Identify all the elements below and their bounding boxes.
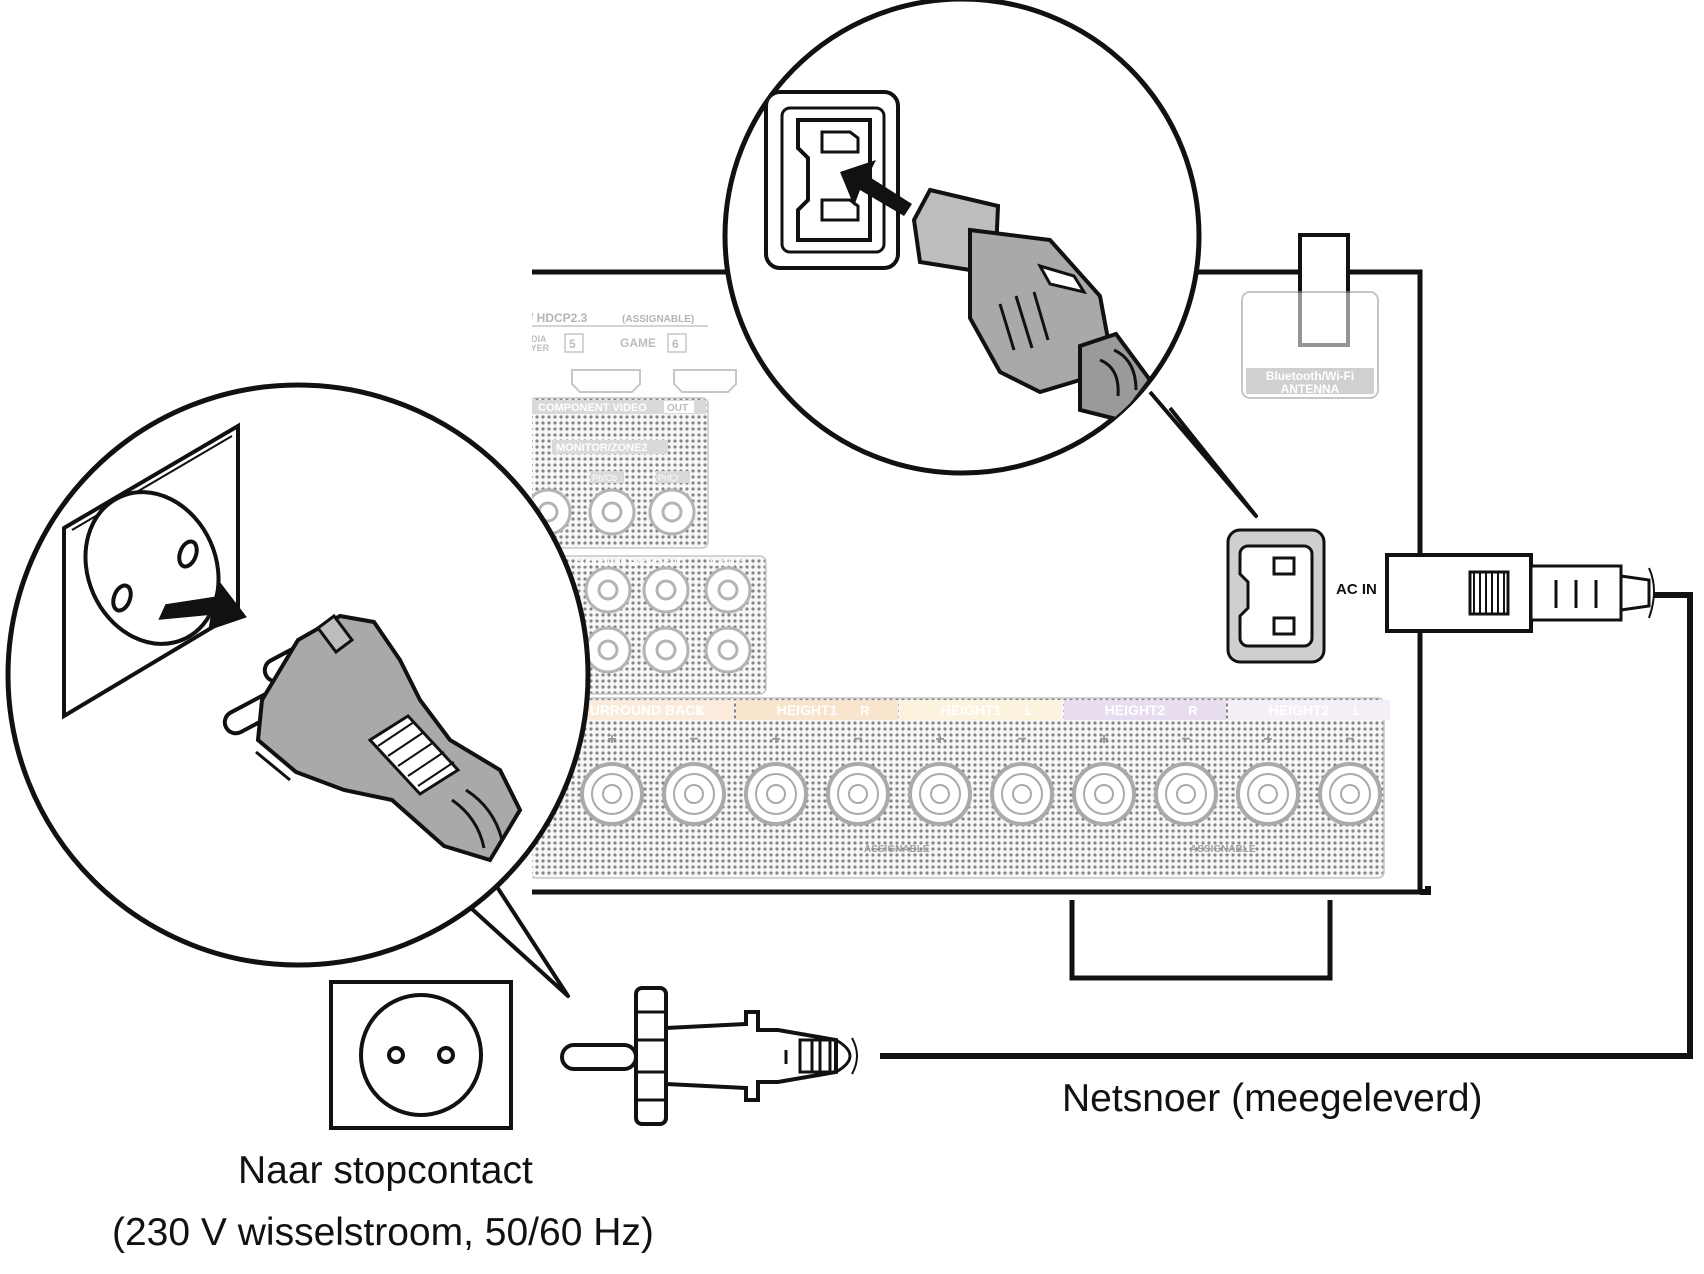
socket-detail-callout (5, 382, 591, 998)
svg-text:HEIGHT2: HEIGHT2 (706, 558, 745, 568)
speaker-terminal-post (766, 784, 786, 804)
power-cord (560, 553, 1693, 1126)
speaker-label-band (1228, 700, 1390, 720)
port-5: 5 (569, 337, 576, 351)
speaker-terminal-post (1012, 784, 1032, 804)
schuko-plug-detail (255, 613, 523, 863)
hdmi-header: / HDCP2.3 (530, 311, 588, 325)
svg-text:Bluetooth/Wi-Fi: Bluetooth/Wi-Fi (1266, 369, 1355, 383)
svg-text:AYER: AYER (525, 343, 550, 353)
iec-plug (911, 187, 1153, 423)
speaker-label-band (736, 700, 898, 720)
schuko-plug (560, 986, 858, 1126)
ac-in-inlet (1226, 528, 1326, 664)
speaker-minus-sign: − (1345, 731, 1354, 748)
speaker-channel-label: HEIGHT2 (1269, 702, 1330, 718)
speaker-terminal-post (930, 784, 950, 804)
media-player-label: EDIA (525, 334, 547, 344)
svg-text:SURROUND BACK: SURROUND BACK (575, 558, 656, 568)
speaker-label-band (900, 700, 1062, 720)
speaker-minus-sign: − (1181, 731, 1190, 748)
speaker-channel-label: HEIGHT1 (777, 702, 838, 718)
insert-arrow-icon (840, 160, 912, 216)
speaker-terminal-post (848, 784, 868, 804)
receiver-faded-area: / HDCP2.3 (ASSIGNABLE) EDIA AYER 5 GAME … (525, 311, 1390, 879)
speaker-channel-label: SURROUND BACK (580, 702, 705, 718)
speaker-side-label: R (860, 703, 870, 718)
svg-text:HEIGHT1: HEIGHT1 (648, 558, 687, 568)
svg-text:ANTENNA: ANTENNA (1281, 382, 1340, 396)
speaker-plus-sign: + (771, 731, 780, 748)
speaker-label-band (1064, 700, 1226, 720)
plug-in-arrow-icon (158, 580, 247, 631)
ac-in-label: AC IN (1336, 581, 1377, 598)
out-tag: OUT (667, 403, 688, 414)
speaker-plus-sign: + (607, 731, 616, 748)
speaker-minus-sign: − (689, 731, 698, 748)
speaker-channel-label: HEIGHT2 (1105, 702, 1166, 718)
speaker-terminal-post (602, 784, 622, 804)
cord-caption: Netsnoer (meegeleverd) (1062, 1077, 1483, 1120)
outlet-caption-line1: Naar stopcontact (238, 1149, 533, 1192)
inlet-detail-callout (722, 0, 1258, 518)
speaker-terminal-post (684, 784, 704, 804)
speaker-label-band (572, 700, 734, 720)
speaker-plus-sign: + (1099, 731, 1108, 748)
hdmi-port (673, 369, 737, 393)
outlet-caption-line2: (230 V wisselstroom, 50/60 Hz) (112, 1211, 654, 1254)
svg-text:ASSIGNABLE: ASSIGNABLE (1190, 844, 1256, 855)
game-label: GAME (620, 336, 656, 350)
wall-outlet-icon (329, 980, 513, 1130)
speaker-plus-sign: + (1263, 731, 1272, 748)
port-6: 6 (672, 337, 679, 351)
antenna-label: Bluetooth/Wi-Fi ANTENNA (1241, 291, 1379, 399)
svg-text:Pr/Cr: Pr/Cr (658, 473, 679, 483)
speaker-minus-sign: − (1017, 731, 1026, 748)
speaker-minus-sign: − (853, 731, 862, 748)
speaker-channel-label: HEIGHT1 (941, 702, 1002, 718)
svg-text:ASSIGNABLE: ASSIGNABLE (864, 844, 930, 855)
speaker-side-label: R (1188, 703, 1198, 718)
component-video-label: COMPONENT VIDEO (538, 402, 647, 414)
speaker-plus-sign: + (935, 731, 944, 748)
speaker-terminal-post (1258, 784, 1278, 804)
monitor-zone2-label: MONITOR/ZONE2 (556, 442, 647, 454)
speaker-side-label: L (1025, 703, 1033, 718)
receiver-rear-panel: / HDCP2.3 (ASSIGNABLE) EDIA AYER 5 GAME … (525, 233, 1423, 981)
speaker-terminal-post (1340, 784, 1360, 804)
speaker-side-label: L (1353, 703, 1361, 718)
assignable-tag: (ASSIGNABLE) (622, 314, 694, 325)
speaker-terminal-post (1094, 784, 1114, 804)
hdmi-port (571, 369, 641, 393)
speaker-side-label: L (697, 703, 705, 718)
speaker-terminal-post (1176, 784, 1196, 804)
svg-text:Pb/Cb: Pb/Cb (592, 473, 617, 483)
